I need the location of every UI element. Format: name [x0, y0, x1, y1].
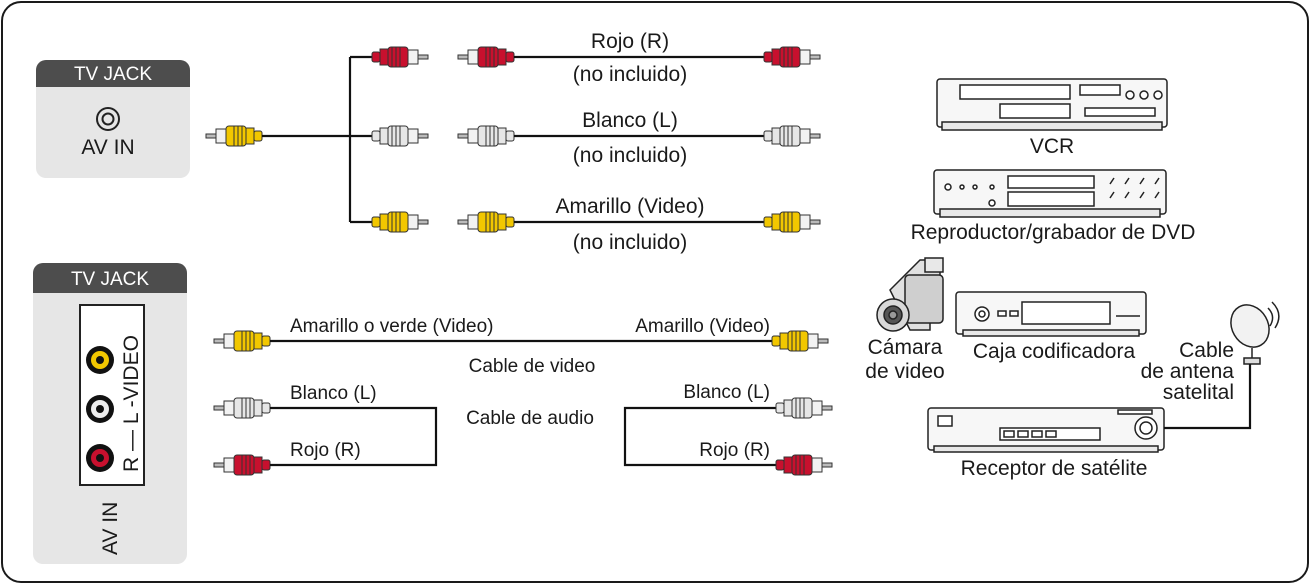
audio-right-jack-icon [86, 444, 114, 472]
camera-label-line1: Cámara [868, 336, 943, 359]
audio-cable-bottom: Blanco (L) Blanco (L) Cable de audio Roj… [213, 382, 833, 476]
antenna-label-line1: Cable [1179, 339, 1234, 362]
video-cable-label: Cable de video [469, 356, 596, 377]
top-panel-port-label: AV IN [81, 136, 134, 159]
antenna-cable [1164, 364, 1252, 430]
camcorder-icon [876, 257, 944, 332]
vcr-icon [936, 78, 1168, 131]
antenna-label-line3: satelital [1163, 381, 1234, 404]
set-top-box-icon [955, 291, 1147, 337]
white-right-label: Blanco (L) [683, 382, 770, 403]
red-right-label: Rojo (R) [699, 440, 770, 461]
av-adapter-plug-icon [205, 125, 263, 147]
audio-left-jack-icon [86, 395, 114, 423]
dvd-label: Reproductor/grabador de DVD [911, 221, 1196, 244]
yellow-cable-top: Amarillo (Video) (no incluido) [371, 195, 821, 254]
audio-cable-label: Cable de audio [466, 408, 594, 429]
av-in-jack-icon [96, 107, 120, 131]
satellite-receiver-icon [927, 407, 1165, 453]
video-jack-icon [86, 346, 114, 374]
video-left-label: Amarillo o verde (Video) [290, 316, 493, 337]
satellite-dish-icon [1230, 301, 1280, 365]
vcr-label: VCR [1030, 135, 1074, 158]
video-cable-bottom: Amarillo o verde (Video) Amarillo (Video… [213, 316, 829, 377]
satellite-label: Receptor de satélite [961, 457, 1148, 480]
video-right-label: Amarillo (Video) [635, 316, 770, 337]
yellow-cable-note: (no incluido) [573, 231, 687, 254]
white-cable-top: Blanco (L) (no incluido) [371, 109, 821, 167]
bottom-tv-jack-panel: TV JACK R — L -VIDEO AV IN [33, 263, 187, 564]
red-left-label: Rojo (R) [290, 440, 361, 461]
yellow-cable-label: Amarillo (Video) [556, 195, 705, 218]
bottom-panel-port-label: AV IN [99, 502, 122, 555]
bottom-panel-header: TV JACK [71, 269, 149, 290]
red-cable-label: Rojo (R) [591, 30, 669, 53]
antenna-label-line2: de antena [1141, 360, 1235, 383]
bottom-panel-vertical-label: R — L -VIDEO [120, 335, 143, 472]
settop-label: Caja codificadora [973, 340, 1136, 363]
top-panel-header: TV JACK [74, 64, 152, 85]
white-left-label: Blanco (L) [290, 383, 377, 404]
camera-label-line2: de video [865, 360, 944, 383]
red-cable-top: Rojo (R) (no incluido) [371, 30, 821, 86]
white-cable-note: (no incluido) [573, 144, 687, 167]
dvd-player-icon [933, 169, 1167, 218]
red-cable-note: (no incluido) [573, 63, 687, 86]
white-cable-label: Blanco (L) [582, 109, 678, 132]
top-tv-jack-panel: TV JACK AV IN [36, 60, 190, 178]
